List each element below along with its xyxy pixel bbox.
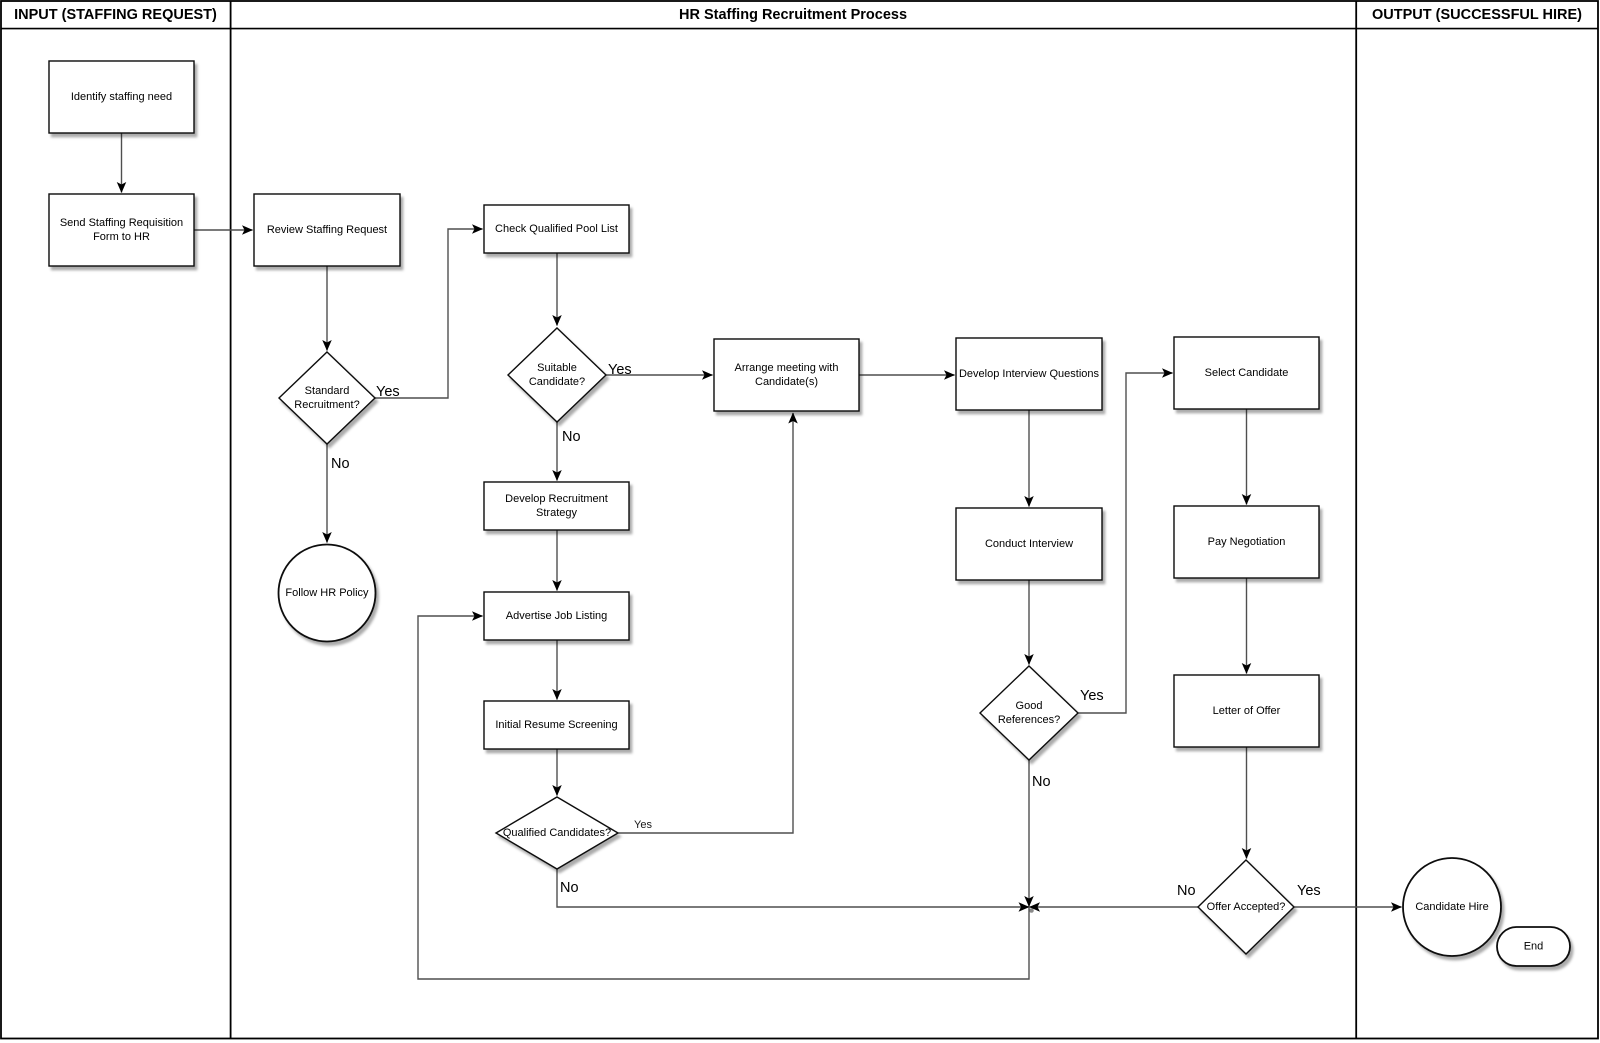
svg-text:Form to HR: Form to HR [93, 231, 150, 243]
svg-text:Check Qualified Pool List: Check Qualified Pool List [495, 223, 618, 235]
svg-text:Offer Accepted?: Offer Accepted? [1207, 901, 1286, 913]
svg-text:Letter of Offer: Letter of Offer [1213, 705, 1281, 717]
svg-text:References?: References? [998, 714, 1060, 726]
svg-text:Yes: Yes [608, 362, 632, 378]
svg-text:No: No [1177, 883, 1196, 899]
svg-text:Initial Resume Screening: Initial Resume Screening [495, 719, 617, 731]
svg-text:No: No [562, 429, 581, 445]
svg-text:Strategy: Strategy [536, 507, 577, 519]
svg-text:Arrange meeting with: Arrange meeting with [735, 362, 839, 374]
svg-text:Candidate?: Candidate? [529, 376, 585, 388]
svg-text:End: End [1524, 941, 1544, 953]
svg-text:Develop Interview Questions: Develop Interview Questions [959, 368, 1100, 380]
svg-text:No: No [331, 456, 350, 472]
svg-text:Qualified Candidates?: Qualified Candidates? [503, 827, 611, 839]
svg-text:No: No [560, 880, 579, 896]
svg-text:Review Staffing Request: Review Staffing Request [267, 224, 387, 236]
svg-text:Recruitment?: Recruitment? [294, 399, 359, 411]
svg-text:Candidate(s): Candidate(s) [755, 376, 818, 388]
svg-text:Yes: Yes [1297, 883, 1321, 899]
svg-text:HR Staffing Recruitment Proces: HR Staffing Recruitment Process [679, 7, 907, 23]
svg-text:Standard: Standard [305, 385, 350, 397]
svg-text:Yes: Yes [1080, 688, 1104, 704]
svg-text:Identify staffing need: Identify staffing need [71, 91, 172, 103]
svg-text:Good: Good [1016, 700, 1043, 712]
svg-text:No: No [1032, 774, 1051, 790]
svg-text:Conduct Interview: Conduct Interview [985, 538, 1073, 550]
svg-text:Yes: Yes [376, 384, 400, 400]
svg-text:Pay Negotiation: Pay Negotiation [1208, 536, 1286, 548]
svg-text:Advertise Job Listing: Advertise Job Listing [506, 610, 608, 622]
svg-text:OUTPUT (SUCCESSFUL HIRE): OUTPUT (SUCCESSFUL HIRE) [1372, 7, 1582, 23]
svg-text:Develop Recruitment: Develop Recruitment [505, 493, 608, 505]
svg-text:Select Candidate: Select Candidate [1205, 367, 1289, 379]
svg-text:INPUT (STAFFING REQUEST): INPUT (STAFFING REQUEST) [14, 7, 217, 23]
svg-text:Follow HR Policy: Follow HR Policy [285, 587, 369, 599]
svg-text:Suitable: Suitable [537, 362, 577, 374]
svg-text:Yes: Yes [634, 819, 652, 831]
svg-text:Send Staffing Requisition: Send Staffing Requisition [60, 217, 183, 229]
svg-text:Candidate Hire: Candidate Hire [1415, 901, 1488, 913]
